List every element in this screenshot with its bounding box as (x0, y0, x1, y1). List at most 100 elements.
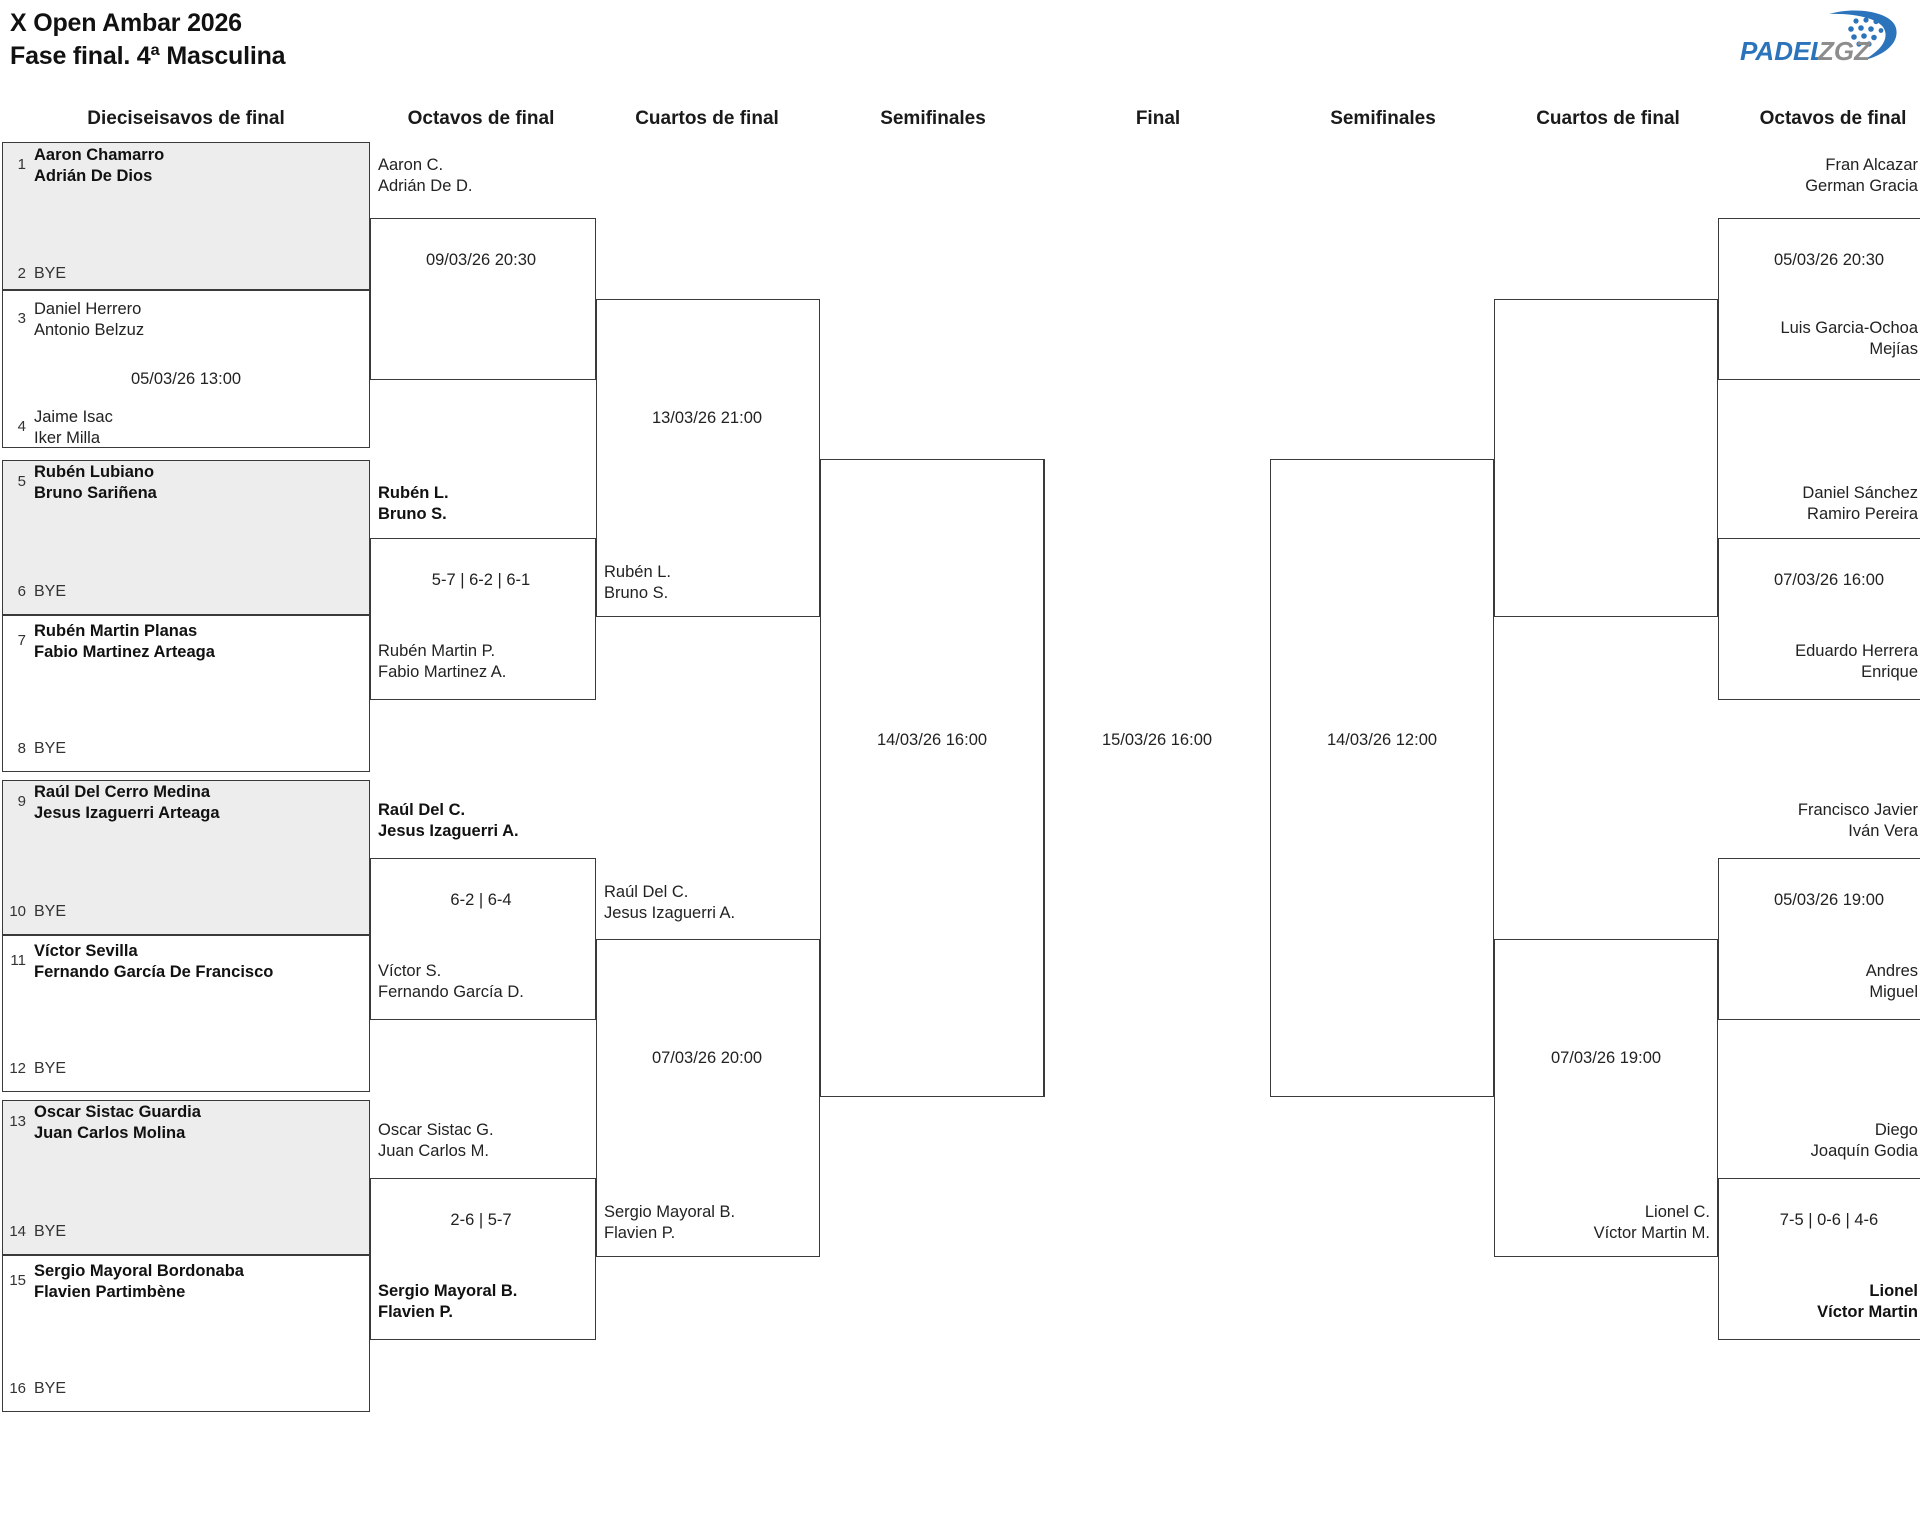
r8-left-match-2[interactable] (370, 538, 596, 700)
player-name: Adrián De D. (378, 177, 473, 196)
round-heading-r8-left: Octavos de final (407, 108, 555, 129)
seed-number-6: 6 (17, 583, 26, 600)
r8-left-team-2-bot: Rubén Martin P. Fabio Martinez A. (378, 641, 506, 683)
seed-number-7: 7 (17, 632, 26, 649)
page-title: X Open Ambar 2026 Fase final. 4ª Masculi… (10, 7, 286, 72)
r16-team-6: BYE (34, 583, 67, 600)
round-heading-sf-right: Semifinales (1330, 108, 1436, 129)
qf-right-match-2[interactable] (1494, 939, 1718, 1257)
player-name: Víctor S. (378, 962, 442, 980)
player-name: Fabio Martinez A. (378, 663, 507, 682)
player-name: Rubén Martin Planas (34, 622, 198, 640)
r16-team-7: Rubén Martin Planas Fabio Martinez Artea… (34, 621, 215, 663)
logo-icon: PADEL ZGZ (1740, 10, 1897, 66)
player-name: Jesus Izaguerri A. (378, 822, 519, 841)
round-heading-sf-left: Semifinales (880, 108, 986, 129)
r8-left-team-3-top: Raúl Del C. Jesus Izaguerri A. (378, 800, 519, 842)
player-name: Rubén Lubiano (34, 463, 155, 481)
seed-number-5: 5 (17, 473, 26, 490)
r16-slot-13-14[interactable] (2, 1100, 370, 1255)
seed-number-13: 13 (9, 1113, 26, 1130)
player-name: Víctor Sevilla (34, 942, 138, 960)
player-name: Flavien P. (604, 1224, 676, 1243)
qf-left-match-2-time: 07/03/26 20:00 (651, 1049, 763, 1067)
r8-left-match-3-score: 6-2 | 6-4 (450, 891, 512, 909)
r16-team-4: Jaime Isac Iker Milla (34, 407, 113, 449)
r16-team-12: BYE (34, 1060, 67, 1077)
player-name: Diego (1874, 1121, 1918, 1139)
seed-number-10: 10 (9, 903, 26, 920)
r8-left-match-3[interactable] (370, 858, 596, 1020)
player-name: Bruno Sariñena (34, 484, 157, 503)
r8-right-team-2-bot: Eduardo Herrera Enrique (1640, 641, 1918, 683)
sf-right-match[interactable] (1270, 459, 1494, 1097)
seed-number-16: 16 (9, 1380, 26, 1397)
r8-right-team-4-top: Diego Joaquín Godia (1640, 1120, 1918, 1162)
sf-left-match[interactable] (820, 459, 1044, 1097)
player-name: Fernando García D. (378, 983, 524, 1002)
player-name: Ramiro Pereira (1807, 505, 1918, 524)
seed-number-8: 8 (17, 740, 26, 757)
player-name: Iker Milla (34, 429, 101, 448)
player-name: Raúl Del C. (604, 883, 689, 901)
r8-right-match-4[interactable] (1718, 1178, 1920, 1340)
sf-left-match-time: 14/03/26 16:00 (876, 731, 988, 749)
r16-slot-9-10[interactable] (2, 780, 370, 935)
r8-right-match-4-score: 7-5 | 0-6 | 4-6 (1779, 1211, 1879, 1229)
round-heading-qf-left: Cuartos de final (635, 108, 779, 129)
r16-slot-5-6[interactable] (2, 460, 370, 615)
r16-team-3: Daniel Herrero Antonio Belzuz (34, 299, 144, 341)
player-name: Rubén L. (604, 563, 671, 581)
r8-right-team-1-top: Fran Alcazar German Gracia (1640, 155, 1918, 197)
player-name: Eduardo Herrera (1795, 642, 1918, 660)
player-name: Raúl Del C. (378, 801, 466, 819)
player-name: Sergio Mayoral B. (604, 1203, 736, 1221)
r8-right-match-2[interactable] (1718, 538, 1920, 700)
r16-slot-1-2[interactable] (2, 142, 370, 290)
r16-slot-15-16[interactable] (2, 1255, 370, 1412)
r8-left-team-4-bot: Sergio Mayoral B. Flavien P. (378, 1281, 517, 1323)
player-name: Joaquín Godia (1810, 1142, 1918, 1161)
r8-left-team-4-top: Oscar Sistac G. Juan Carlos M. (378, 1120, 494, 1162)
player-name: Flavien P. (378, 1303, 453, 1322)
player-name: Jesus Izaguerri A. (604, 904, 736, 923)
player-name: Mejías (1869, 340, 1918, 359)
r16-slot-11-12[interactable] (2, 935, 370, 1092)
player-name: Andres (1865, 962, 1918, 980)
r16-slot-3-4[interactable] (2, 290, 370, 448)
qf-right-match-1[interactable] (1494, 299, 1718, 617)
r8-left-match-1-time: 09/03/26 20:30 (425, 251, 537, 269)
player-name: Rubén L. (378, 484, 449, 502)
seed-number-12: 12 (9, 1060, 26, 1077)
r8-left-match-1[interactable] (370, 218, 596, 380)
player-name: Daniel Herrero (34, 300, 142, 318)
r8-right-match-3[interactable] (1718, 858, 1920, 1020)
player-name: Aaron C. (378, 156, 444, 174)
player-name: Antonio Belzuz (34, 321, 145, 340)
r8-left-match-2-score: 5-7 | 6-2 | 6-1 (431, 571, 531, 589)
r8-right-team-2-top: Daniel Sánchez Ramiro Pereira (1640, 483, 1918, 525)
r16-team-16: BYE (34, 1380, 67, 1397)
player-name: Bruno S. (378, 505, 447, 524)
padelzgz-logo: PADEL ZGZ (1696, 8, 1906, 70)
r8-right-match-2-time: 07/03/26 16:00 (1773, 571, 1885, 589)
qf-left-match-2[interactable] (596, 939, 820, 1257)
player-name: Lionel C. (1644, 1203, 1710, 1221)
r16-slot-7-8[interactable] (2, 615, 370, 772)
r8-right-team-1-bot: Luis Garcia-Ochoa Mejías (1640, 318, 1918, 360)
player-name: Luis Garcia-Ochoa (1780, 319, 1918, 337)
r8-right-team-4-bot: Lionel Víctor Martin (1640, 1281, 1918, 1323)
r16-team-13: Oscar Sistac Guardia Juan Carlos Molina (34, 1102, 201, 1144)
qf-left-match-1[interactable] (596, 299, 820, 617)
player-name: Iván Vera (1848, 822, 1918, 841)
seed-number-2: 2 (17, 265, 26, 282)
qf-left-match-2-feed: Raúl Del C. Jesus Izaguerri A. (604, 882, 735, 924)
r8-right-match-1-time: 05/03/26 20:30 (1773, 251, 1885, 269)
r16-team-5: Rubén Lubiano Bruno Sariñena (34, 462, 157, 504)
seed-number-4: 4 (17, 418, 26, 435)
r8-right-match-1[interactable] (1718, 218, 1920, 380)
r8-right-team-3-top: Francisco Javier Iván Vera (1640, 800, 1918, 842)
player-name: Daniel Sánchez (1802, 484, 1918, 502)
r8-left-match-4[interactable] (370, 1178, 596, 1340)
